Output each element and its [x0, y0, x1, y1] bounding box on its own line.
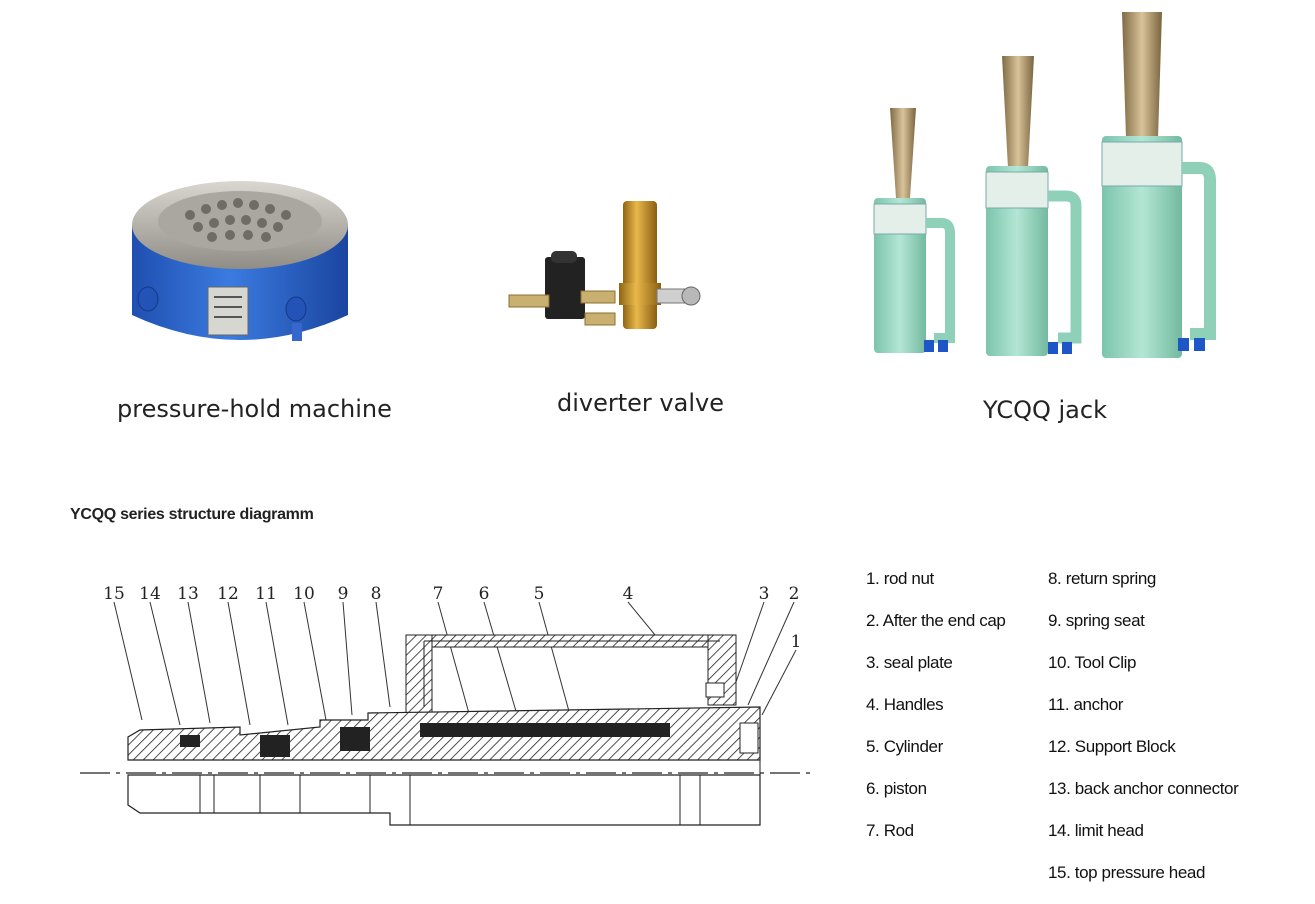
legend-item: 13. back anchor connector	[1048, 779, 1239, 798]
legend-item: 1. rod nut	[866, 569, 934, 588]
part-number-label: 1	[791, 632, 802, 652]
part-number-label: 3	[759, 584, 770, 604]
legend-item: 10. Tool Clip	[1048, 653, 1137, 672]
legend-column-1: 1. rod nut 2. After the end cap 3. seal pl…	[866, 568, 1006, 862]
part-number-label: 2	[789, 584, 800, 604]
legend-item: 2. After the end cap	[866, 611, 1006, 630]
part-number-label: 4	[623, 584, 634, 604]
diverter-valve-image	[508, 201, 701, 329]
legend-item: 3. seal plate	[866, 653, 953, 672]
part-number-label: 11	[255, 584, 277, 604]
legend-column-2: 8. return spring 9. spring seat 10. Tool C…	[1048, 568, 1239, 904]
part-number-label: 7	[433, 584, 444, 604]
legend-item: 15. top pressure head	[1048, 863, 1205, 882]
ycqq-jack-image	[873, 12, 1216, 358]
part-number-label: 9	[338, 584, 349, 604]
legend-item: 9. spring seat	[1048, 611, 1145, 630]
diverter-valve-caption: diverter valve	[557, 389, 724, 417]
part-number-label: 12	[217, 584, 239, 604]
part-number-label: 6	[479, 584, 490, 604]
part-number-label: 15	[103, 584, 125, 604]
part-number-label: 13	[177, 584, 199, 604]
legend-item: 5. Cylinder	[866, 737, 943, 756]
legend-item: 7. Rod	[866, 821, 914, 840]
diagram-title: YCQQ series structure diagramm	[70, 506, 314, 523]
ycqq-jack-caption: YCQQ jack	[983, 396, 1107, 424]
part-number-label: 14	[139, 584, 161, 604]
pressure-hold-machine-caption: pressure-hold machine	[117, 395, 392, 423]
pressure-hold-machine-image	[132, 181, 348, 341]
legend-item: 12. Support Block	[1048, 737, 1176, 756]
part-number-label: 5	[534, 584, 545, 604]
legend-item: 4. Handles	[866, 695, 944, 714]
legend-item: 8. return spring	[1048, 569, 1156, 588]
legend-item: 14. limit head	[1048, 821, 1144, 840]
legend-item: 11. anchor	[1048, 695, 1124, 714]
part-number-label: 10	[293, 584, 315, 604]
part-number-label: 8	[371, 584, 382, 604]
legend-item: 6. piston	[866, 779, 927, 798]
